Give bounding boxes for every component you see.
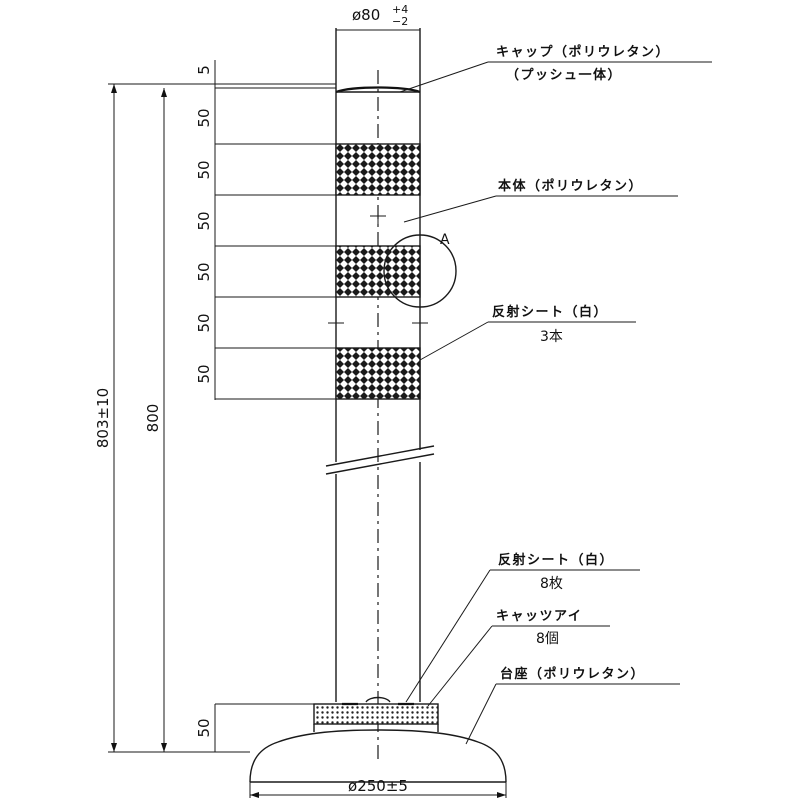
segment-label-3: 50: [195, 211, 213, 230]
detail-marker: A: [440, 232, 450, 248]
top-dimension: ø80 +4 −2: [336, 3, 420, 31]
top-tol-minus: −2: [392, 15, 408, 28]
segment-label-2: 50: [195, 160, 213, 179]
reflect-top-label-line1: 反射シート（白）: [492, 304, 608, 320]
base: [249, 696, 507, 783]
callout-cap: キャップ（ポリウレタン） （プッシュ一体）: [399, 44, 712, 93]
reflect-top-label-line2: 3本: [540, 329, 563, 345]
base-height-label: 50: [195, 718, 213, 737]
bolt-marks: [328, 208, 428, 324]
segment-extension-lines: [214, 60, 336, 752]
segment-label-1: 50: [195, 108, 213, 127]
cap-height-label: 5: [195, 65, 213, 75]
callout-base: 台座（ポリウレタン）: [465, 666, 680, 745]
top-diameter: ø80: [352, 6, 380, 24]
reflect-base-label-line2: 8枚: [540, 576, 563, 592]
segment-label-6: 50: [195, 364, 213, 383]
segment-label-5: 50: [195, 313, 213, 332]
reflective-bands: [335, 143, 421, 400]
segment-dimensions: 5 50 50 50 50 50 50 50: [195, 65, 213, 737]
cats-eye-label-line2: 8個: [536, 631, 559, 647]
cats-eye-label-line1: キャッツアイ: [496, 609, 582, 624]
detail-circle-a: A: [383, 232, 457, 308]
callout-body: 本体（ポリウレタン）: [403, 178, 678, 223]
body-height-label: 800: [144, 404, 162, 433]
cap-label-line2: （プッシュ一体）: [506, 67, 622, 83]
base-label: 台座（ポリウレタン）: [500, 666, 645, 682]
callout-cats-eye: キャッツアイ 8個: [427, 609, 610, 707]
reflect-base-label-line1: 反射シート（白）: [498, 552, 614, 568]
break-lines: [325, 445, 435, 475]
cap-label-line1: キャップ（ポリウレタン）: [496, 44, 670, 60]
base-diameter-dimension: ø250±5: [249, 777, 507, 798]
top-tol-plus: +4: [392, 3, 408, 16]
segment-label-4: 50: [195, 262, 213, 281]
body-label: 本体（ポリウレタン）: [498, 178, 643, 194]
callout-reflect-base: 反射シート（白） 8枚: [405, 552, 640, 703]
base-diameter-label: ø250±5: [348, 777, 408, 795]
callout-reflect-top: 反射シート（白） 3本: [419, 304, 636, 361]
overall-height-dimensions: 803±10 800: [94, 83, 336, 753]
total-height-label: 803±10: [94, 388, 112, 448]
